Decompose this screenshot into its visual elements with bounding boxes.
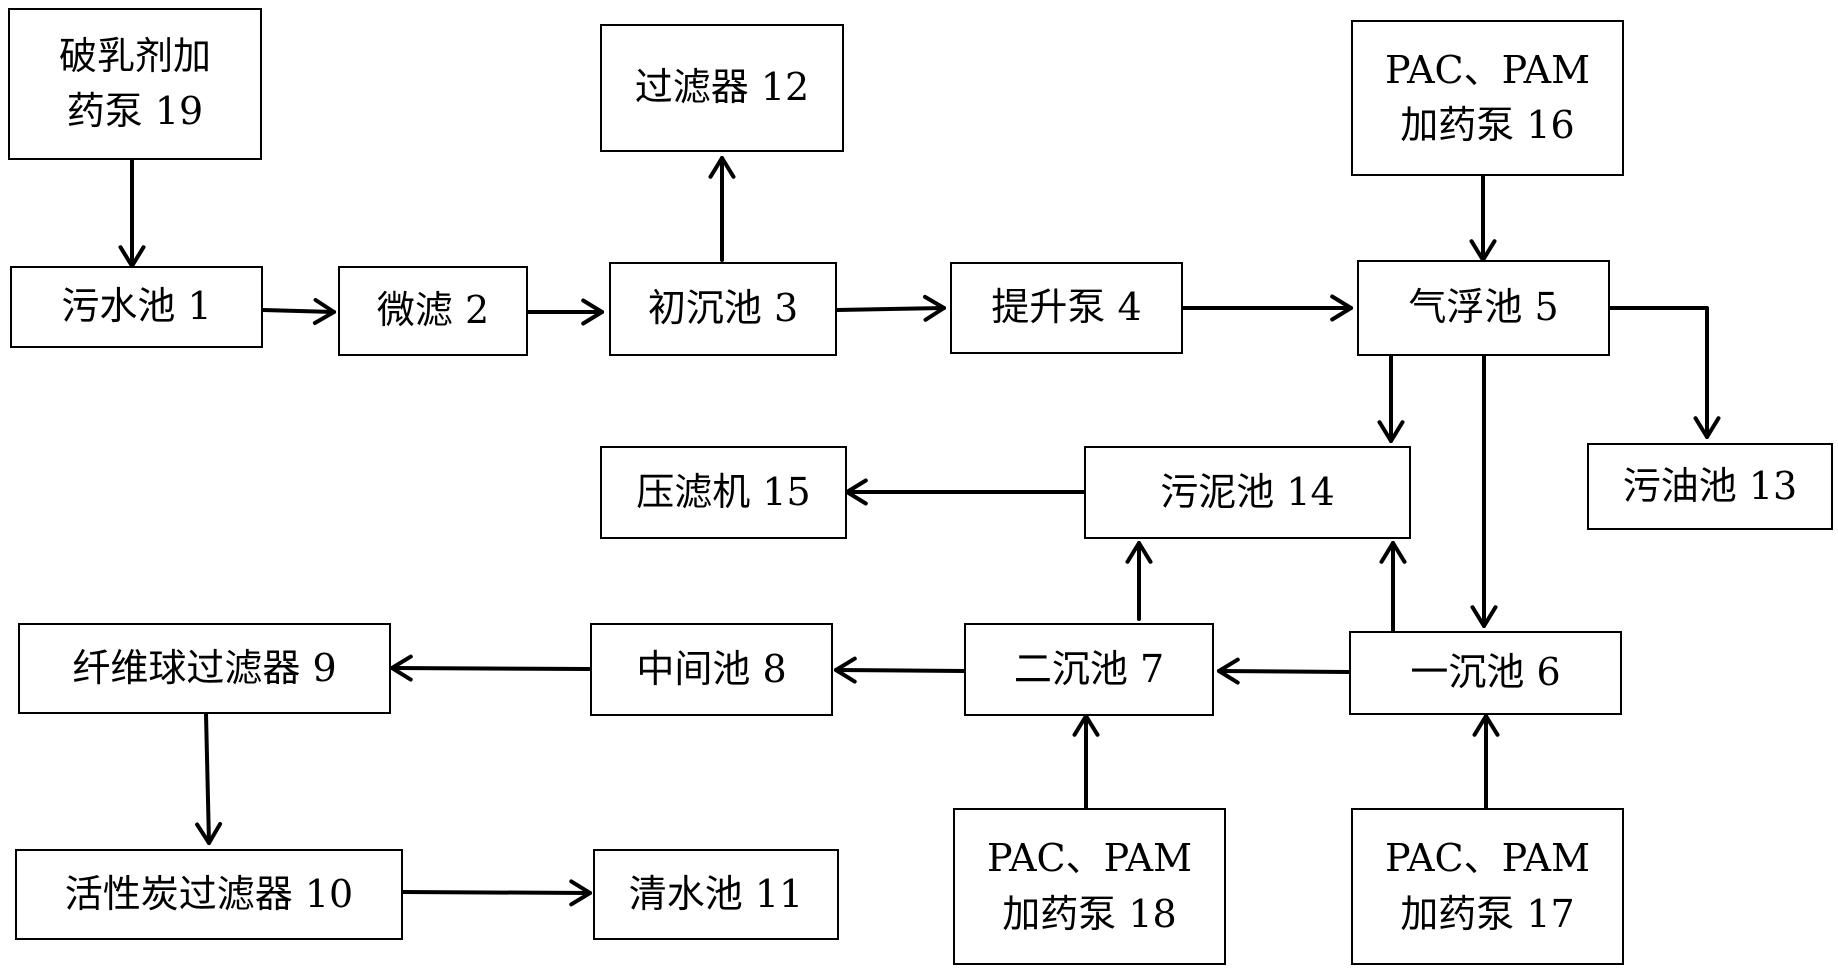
edge-n9-to-n10	[204, 712, 211, 845]
node-line: 药泵 19	[66, 89, 204, 133]
arrowhead-n6-to-n7	[1217, 657, 1240, 685]
arrowhead-n1-to-n2	[312, 298, 336, 325]
filter-press-15: 压滤机 15	[600, 446, 847, 539]
arrowhead-n2-to-n3	[581, 298, 604, 326]
sludge-pool-14: 污泥池 14	[1084, 446, 1411, 539]
node-line: 纤维球过滤器 9	[72, 645, 337, 690]
node-line: 微滤 2	[376, 288, 490, 333]
node-line: 气浮池 5	[1408, 285, 1559, 330]
secondary-settling-tank-7: 二沉池 7	[964, 623, 1214, 716]
node-line: 破乳剂加	[58, 33, 211, 78]
arrowhead-n9-to-n10	[195, 822, 223, 845]
arrowhead-n6-to-n14	[1379, 541, 1407, 564]
node-line: PAC、PAM	[1384, 836, 1591, 881]
edge-n8-to-n9	[390, 666, 592, 671]
edge-n10-to-n11	[401, 890, 592, 895]
node-line: 污油池 13	[1622, 463, 1798, 508]
microfiltration-2: 微滤 2	[338, 266, 528, 356]
arrowhead-n10-to-n11	[569, 879, 592, 907]
arrowhead-n18-to-n7	[1072, 714, 1100, 737]
activated-carbon-filter-10: 活性炭过滤器 10	[15, 849, 403, 940]
node-line: 初沉池 3	[647, 286, 799, 331]
node-line: 过滤器 12	[634, 65, 810, 110]
arrowhead-n7-to-n8	[834, 656, 857, 684]
node-line: 污水池 1	[61, 284, 212, 329]
pac-pam-dosing-pump-18: PAC、PAM 加药泵 18	[953, 808, 1226, 965]
arrowhead-n4-to-n5	[1330, 294, 1353, 322]
edge-n3-to-n4	[835, 306, 946, 312]
fiber-ball-filter-9: 纤维球过滤器 9	[18, 623, 391, 714]
node-line: 加药泵 16	[1400, 103, 1575, 147]
node-line: 加药泵 18	[1002, 891, 1177, 936]
edge-n5-to-n13	[1608, 306, 1709, 439]
arrowhead-n5-to-n14	[1377, 420, 1405, 443]
clear-water-pool-11: 清水池 11	[593, 849, 839, 940]
node-line: PAC、PAM	[986, 836, 1193, 881]
pac-pam-dosing-pump-16: PAC、PAM 加药泵 16	[1351, 20, 1624, 176]
intermediate-pool-8: 中间池 8	[590, 623, 833, 716]
arrowhead-n5-to-n13	[1693, 416, 1721, 439]
node-line: 污泥池 14	[1160, 469, 1335, 514]
arrowhead-n5-to-n6	[1470, 605, 1498, 628]
arrowhead-n14-to-n15	[845, 478, 868, 506]
node-line: 压滤机 15	[636, 469, 811, 514]
node-line: 二沉池 7	[1013, 646, 1165, 691]
node-line: 清水池 11	[628, 871, 804, 916]
air-flotation-tank-5: 气浮池 5	[1357, 260, 1610, 356]
demulsifier-dosing-pump-19: 破乳剂加 药泵 19	[8, 8, 262, 160]
arrowhead-n3-to-n4	[923, 294, 946, 322]
waste-oil-pool-13: 污油池 13	[1587, 443, 1833, 530]
node-line: 活性炭过滤器 10	[64, 871, 354, 916]
edge-n1-to-n2	[261, 308, 336, 314]
first-settling-tank-6: 一沉池 6	[1349, 631, 1622, 715]
edge-n6-to-n7	[1217, 669, 1351, 674]
filter-12: 过滤器 12	[600, 24, 844, 152]
node-line: 提升泵 4	[991, 285, 1142, 330]
arrowhead-n17-to-n6	[1472, 714, 1500, 737]
node-line: 加药泵 17	[1400, 891, 1575, 936]
arrowhead-n7-to-n14	[1125, 541, 1153, 564]
lift-pump-4: 提升泵 4	[950, 262, 1183, 354]
primary-settling-tank-3: 初沉池 3	[609, 262, 837, 356]
edge-n7-to-n8	[834, 668, 966, 673]
arrowhead-n8-to-n9	[390, 654, 413, 682]
arrowhead-n3-to-n12	[708, 156, 736, 179]
node-line: 中间池 8	[636, 646, 787, 691]
pac-pam-dosing-pump-17: PAC、PAM 加药泵 17	[1351, 808, 1624, 965]
node-line: 一沉池 6	[1410, 650, 1561, 695]
node-line: PAC、PAM	[1384, 47, 1591, 92]
sewage-pool-1: 污水池 1	[10, 266, 263, 348]
